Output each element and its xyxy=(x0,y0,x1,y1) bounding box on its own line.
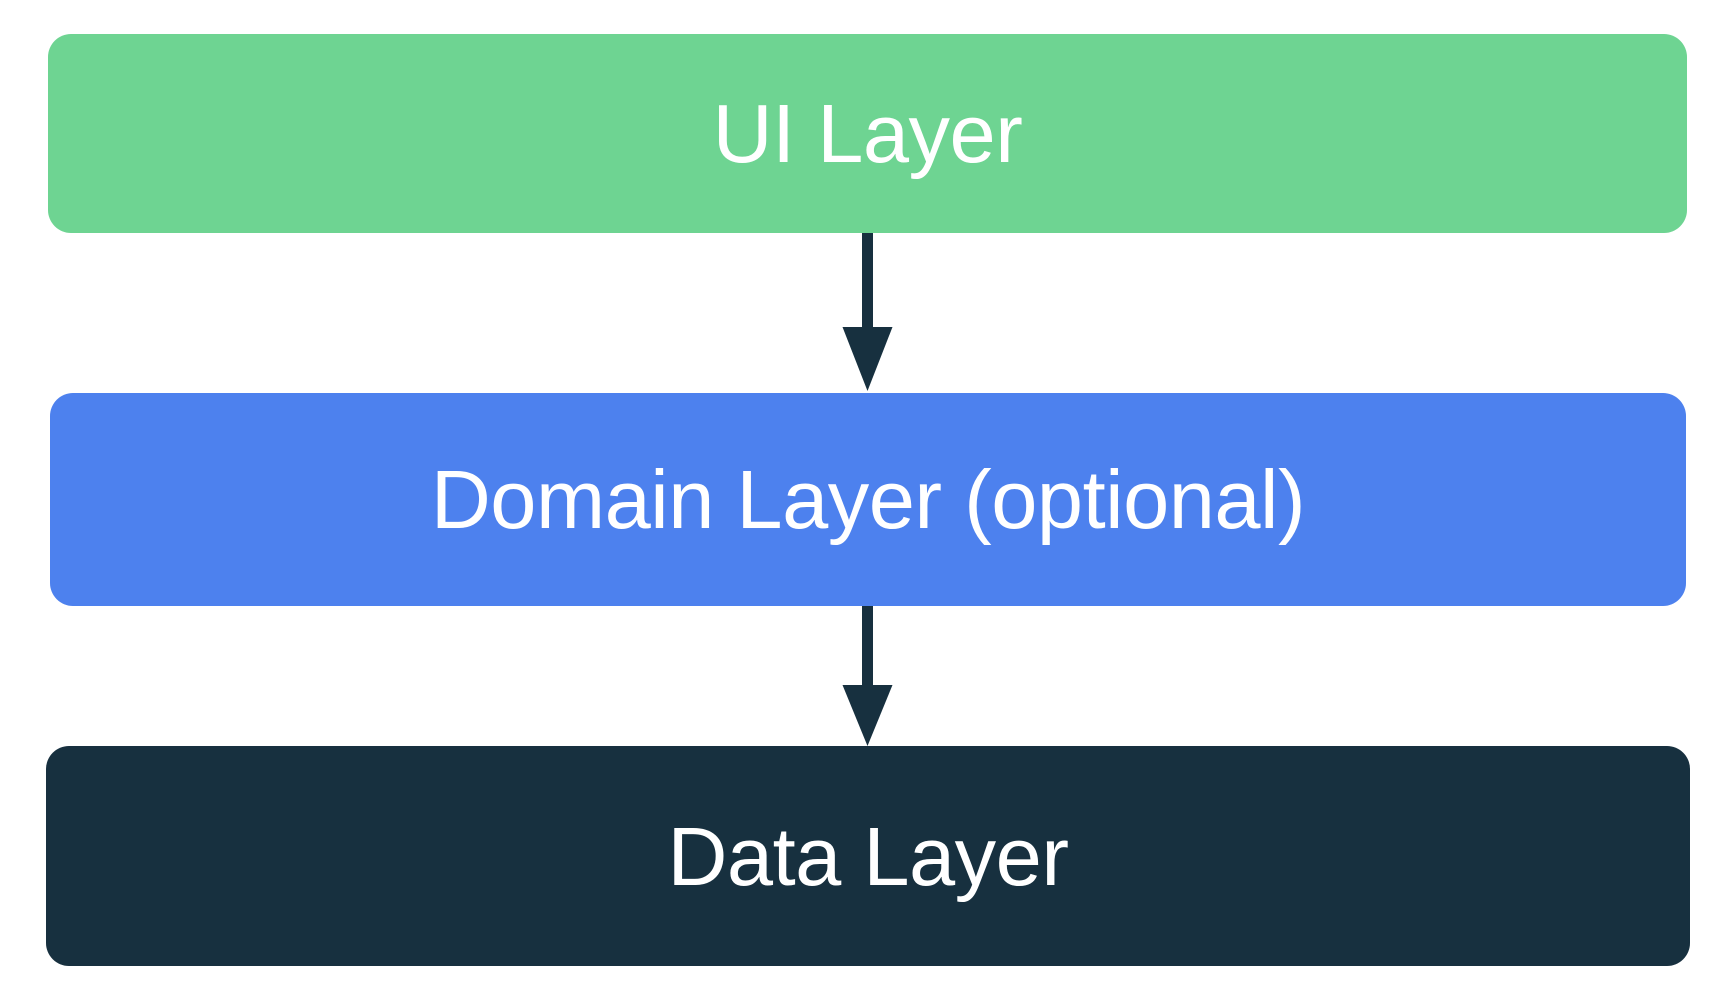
layer-label-ui: UI Layer xyxy=(712,87,1023,180)
layer-label-domain: Domain Layer (optional) xyxy=(430,453,1306,546)
layer-box-domain[interactable]: Domain Layer (optional) xyxy=(50,393,1686,606)
layer-label-data: Data Layer xyxy=(667,809,1069,903)
layer-box-data[interactable]: Data Layer xyxy=(46,746,1690,966)
layer-box-ui[interactable]: UI Layer xyxy=(48,34,1687,233)
